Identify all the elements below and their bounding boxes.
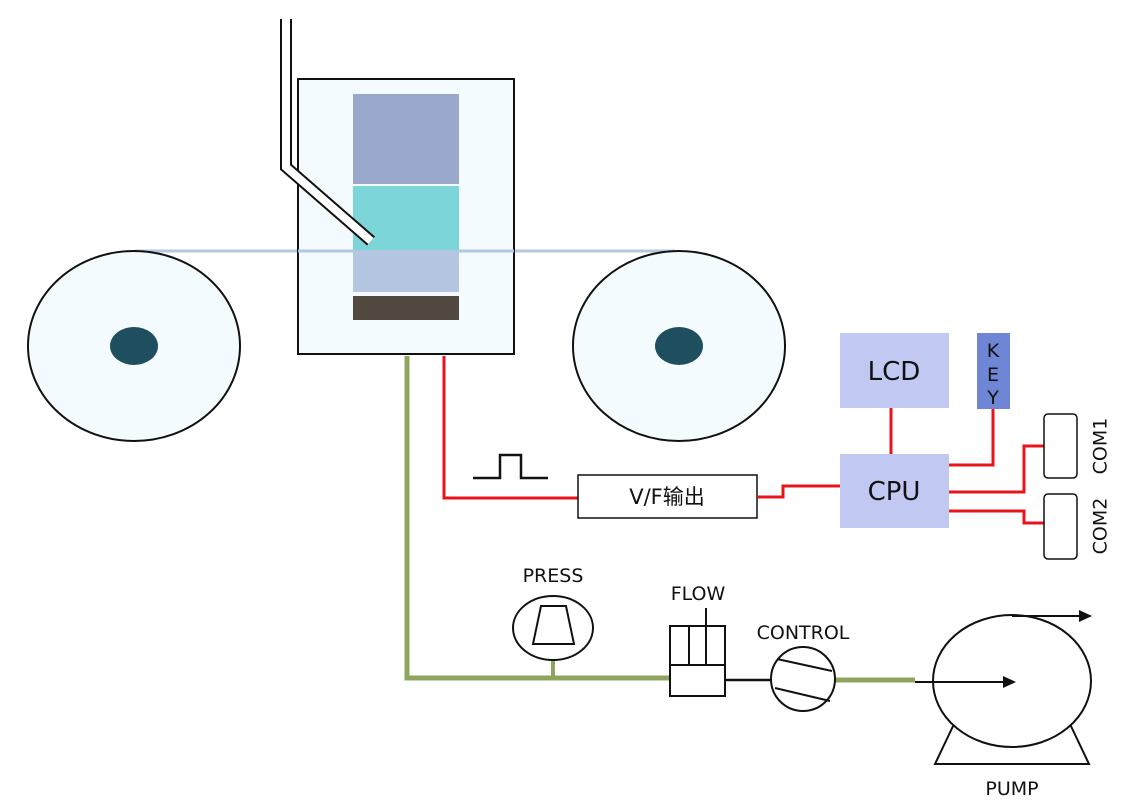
key-box (977, 333, 1010, 409)
com1-port (1043, 413, 1078, 479)
flow-meter-lower (669, 664, 726, 697)
control-valve-line-bottom (774, 687, 831, 702)
cpu-label: CPU (868, 477, 921, 507)
signal-wire-cpu-com2 (949, 509, 1044, 525)
pump (915, 610, 1092, 765)
right-reel (572, 250, 786, 442)
press-label: PRESS (523, 565, 584, 587)
vf-output-box (577, 474, 758, 519)
control-label: CONTROL (757, 622, 850, 644)
signal-wire-vf-cpu (757, 484, 840, 499)
left-reel-hub (110, 327, 158, 365)
pipe-main (404, 356, 670, 681)
lcd-label: LCD (868, 357, 921, 387)
key-label-e: E (987, 364, 999, 386)
chamber-lower-layer (353, 252, 459, 292)
chamber-top-layer (353, 94, 459, 184)
com2-label: COM2 (1090, 498, 1112, 555)
com1-label: COM1 (1090, 418, 1112, 475)
pulse-symbol (473, 453, 548, 480)
vf-output-label: V/F输出 (629, 485, 705, 509)
key-label-y: Y (986, 387, 999, 409)
signal-wire-cpu-com1 (949, 444, 1044, 494)
signal-wire-cpu-key (949, 409, 995, 467)
pump-label: PUMP (985, 778, 1038, 800)
key-label-k: K (987, 340, 1000, 362)
lcd-box (840, 333, 949, 408)
signal-wire-housing-vf (442, 356, 578, 500)
com2-port (1043, 493, 1078, 560)
pump-inlet-arrowhead (1003, 676, 1016, 688)
cpu-box (840, 454, 949, 528)
flow-label: FLOW (671, 583, 726, 605)
chamber-base-layer (353, 296, 459, 320)
pump-outlet-arrowhead (1079, 610, 1092, 622)
press-gauge-symbol (531, 605, 576, 645)
flow-meter-upper (669, 625, 726, 666)
left-reel (27, 250, 241, 442)
probe-nozzle-core (282, 19, 374, 245)
control-valve (770, 646, 836, 712)
control-valve-line-top (776, 658, 833, 672)
right-reel-hub (655, 327, 703, 365)
